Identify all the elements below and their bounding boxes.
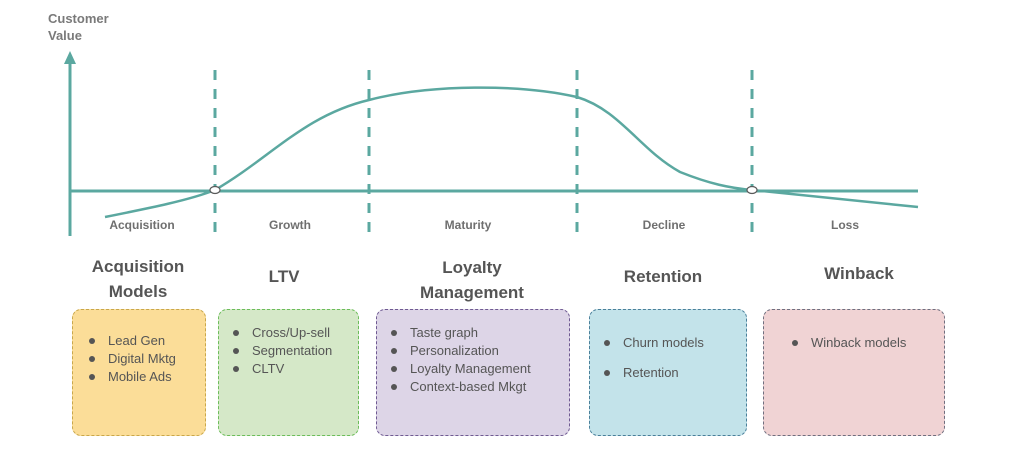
stage-label-acquisition: Acquisition [109,218,175,232]
heading-line: Loyalty [442,258,502,277]
y-axis-title-line-1: Customer [48,11,109,26]
list-item: Churn models [604,334,736,352]
y-axis-title-line-2: Value [48,28,82,43]
stage-label-growth: Growth [269,218,311,232]
heading-winback: Winback [824,261,894,286]
list-item: Loyalty Management [391,360,559,378]
list-item: Lead Gen [89,332,195,350]
heading-line: Management [420,283,524,302]
list-item: Mobile Ads [89,368,195,386]
box-loyalty-management: Taste graph Personalization Loyalty Mana… [376,309,570,436]
y-axis-title: Customer Value [48,10,109,44]
heading-line: Models [108,282,168,301]
crossing-point-2 [746,185,758,195]
heading-loyalty-management: Loyalty Management [420,255,524,305]
list-item: CLTV [233,360,348,378]
heading-line: Winback [824,264,894,283]
y-axis-arrow [64,51,76,64]
list-item: Winback models [792,334,934,352]
box-acquisition-models: Lead Gen Digital Mktg Mobile Ads [72,309,206,436]
list-item: Taste graph [391,324,559,342]
crossing-point-1 [209,185,221,195]
box-retention: Churn models Retention [589,309,747,436]
list-item: Segmentation [233,342,348,360]
list-item: Digital Mktg [89,350,195,368]
stage-label-decline: Decline [642,218,686,232]
list-item: Cross/Up-sell [233,324,348,342]
heading-line: Acquisition [91,257,185,276]
heading-retention: Retention [624,264,702,289]
list-item: Retention [604,364,736,382]
heading-ltv: LTV [269,264,300,289]
heading-acquisition-models: Acquisition Models [92,254,185,304]
heading-line: Retention [623,267,703,286]
list-item: Personalization [391,342,559,360]
list-item: Context-based Mkgt [391,378,559,396]
stage-label-loss: Loss [830,218,860,232]
stage-label-maturity: Maturity [444,218,492,232]
box-ltv: Cross/Up-sell Segmentation CLTV [218,309,359,436]
box-winback: Winback models [763,309,945,436]
value-curve [104,86,919,219]
heading-line: LTV [268,267,300,286]
